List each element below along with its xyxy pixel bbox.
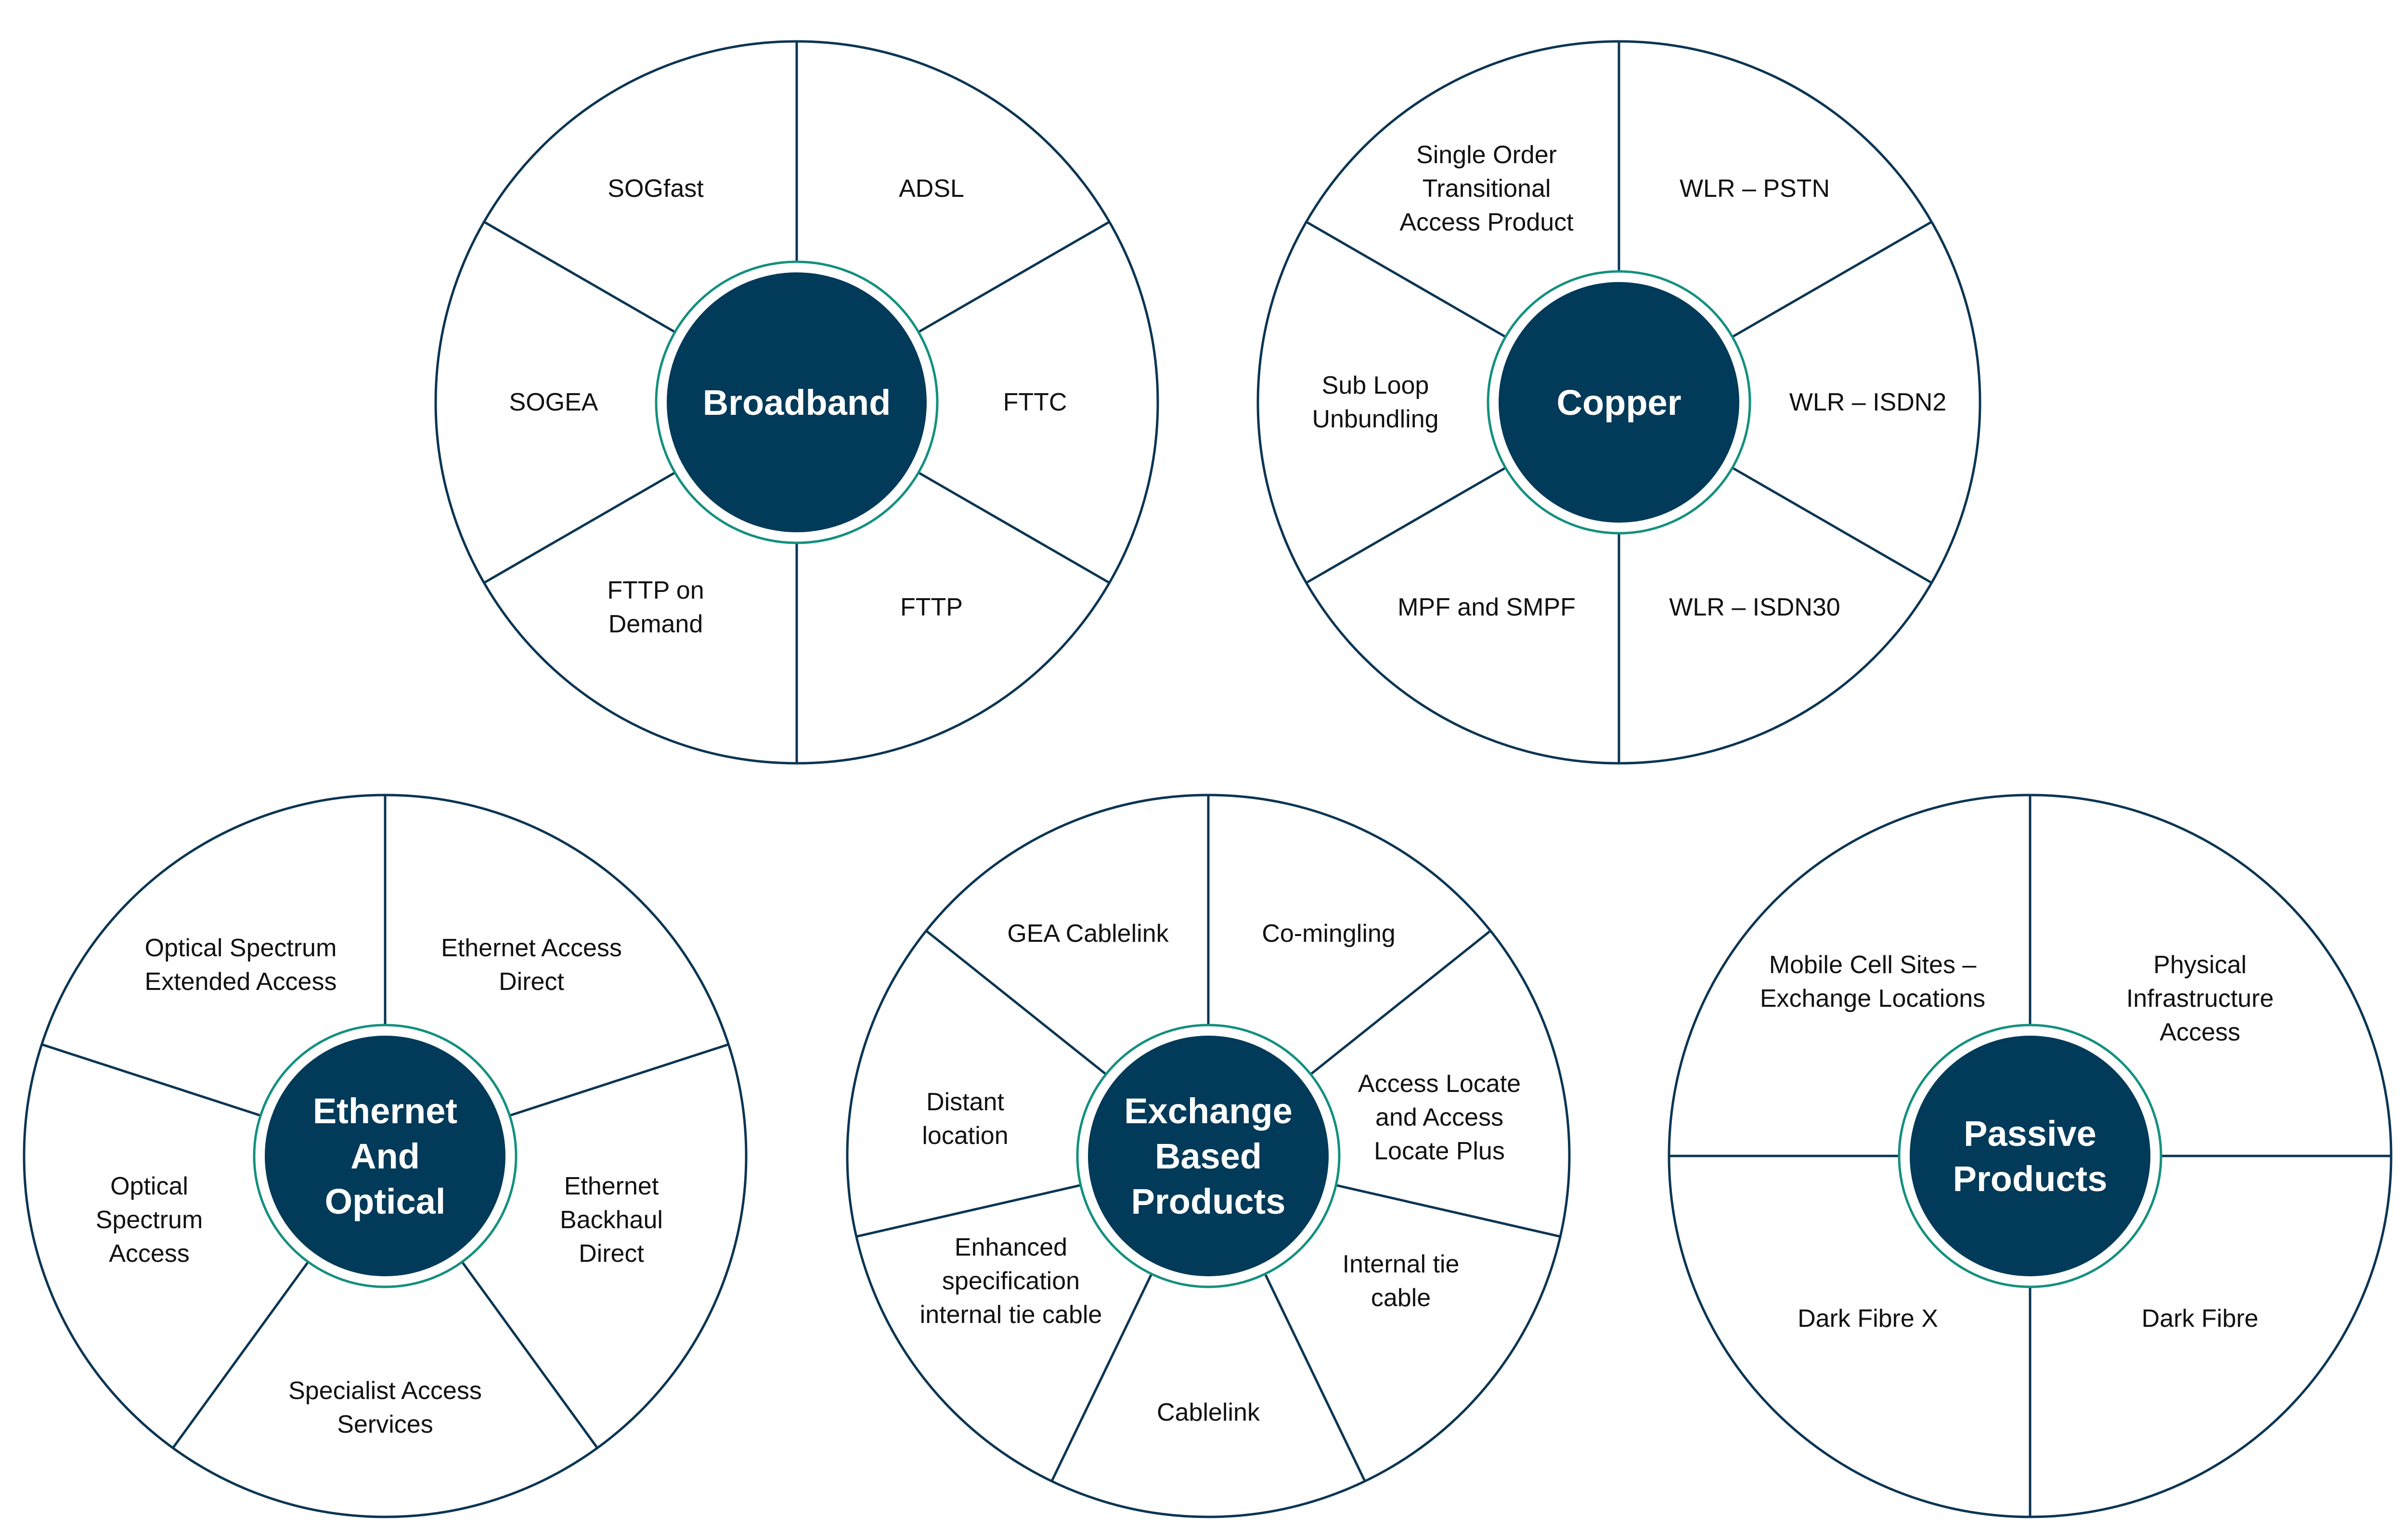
hub-circle	[1499, 282, 1739, 523]
hub-circle	[1088, 1036, 1329, 1276]
segment-label: Dark Fibre	[2142, 1305, 2259, 1333]
segment-label: Co-mingling	[1262, 920, 1395, 948]
hub-circle	[667, 272, 927, 532]
segment-divider	[41, 1043, 261, 1117]
hub-circle	[1910, 1036, 2150, 1276]
segment-divider	[1732, 220, 1932, 338]
segment-divider	[1264, 1273, 1366, 1482]
segment-divider	[1306, 220, 1506, 338]
segment-divider	[1310, 930, 1491, 1076]
segment-label: FTTP	[900, 593, 963, 621]
segment-divider	[925, 930, 1107, 1076]
segment-divider	[483, 220, 676, 334]
hub-label: Broadband	[703, 383, 891, 423]
segment-label: WLR – PSTN	[1680, 175, 1830, 203]
segment-label: GEA Cablelink	[1007, 920, 1169, 948]
segment-divider	[483, 471, 676, 584]
segment-divider	[461, 1261, 598, 1449]
segment-divider	[172, 1261, 310, 1449]
segment-label: Dark Fibre X	[1798, 1305, 1938, 1333]
segment-label: ADSL	[899, 175, 964, 203]
segment-label: WLR – ISDN30	[1669, 593, 1840, 621]
segment-divider	[509, 1043, 729, 1117]
hub-label: Copper	[1557, 383, 1682, 423]
segment-label: Mobile Cell Sites –Exchange Locations	[1760, 951, 1985, 1013]
segment-label: Cablelink	[1157, 1399, 1260, 1426]
segment-label: WLR – ISDN2	[1789, 388, 1947, 416]
segment-label: SOGfast	[608, 175, 704, 203]
segment-divider	[856, 1184, 1081, 1238]
hub-circle	[265, 1036, 505, 1276]
segment-divider	[918, 471, 1110, 584]
segment-divider	[1335, 1184, 1561, 1238]
segment-label: FTTC	[1003, 388, 1067, 416]
segment-divider	[1050, 1273, 1153, 1482]
segment-label: MPF and SMPF	[1398, 593, 1576, 621]
segment-divider	[1306, 466, 1506, 584]
segment-label: SOGEA	[509, 388, 598, 416]
segment-divider	[918, 220, 1110, 334]
segment-divider	[1732, 466, 1932, 584]
